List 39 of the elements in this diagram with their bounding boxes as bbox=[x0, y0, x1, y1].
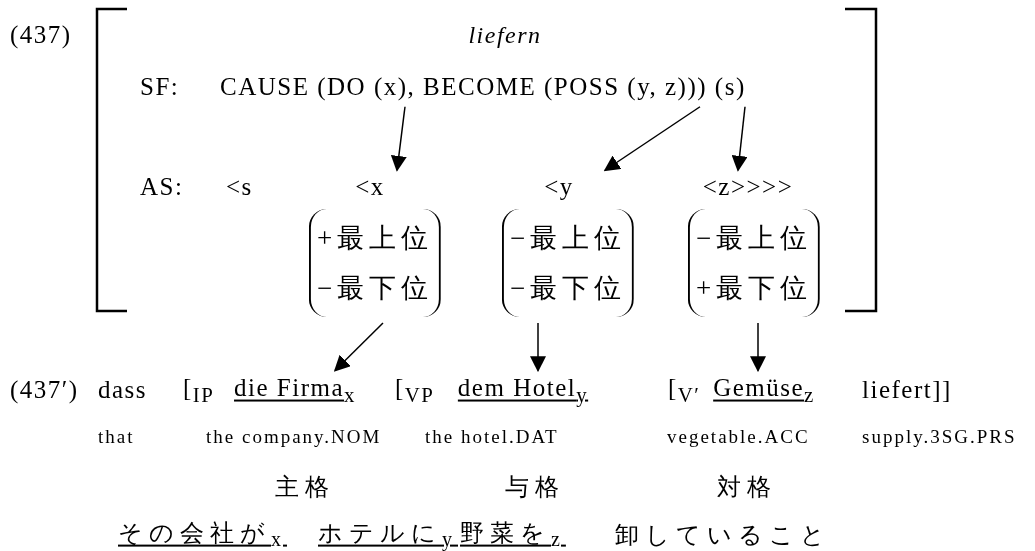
argument-text: <y bbox=[544, 173, 574, 201]
underlined-word: dem Hotel$_{y}$ bbox=[457, 373, 589, 407]
word: liefert]] bbox=[862, 376, 952, 404]
arrow bbox=[731, 106, 748, 172]
arrow bbox=[603, 106, 701, 172]
feature-matrix: −最上位 −最下位 bbox=[501, 209, 635, 317]
arrow bbox=[750, 322, 766, 373]
translation-phrase: 野菜を$_{z}$ bbox=[460, 519, 566, 551]
case-label: 対格 bbox=[717, 473, 777, 501]
word: dass bbox=[98, 376, 148, 404]
feature-matrix: +最上位 −最下位 bbox=[308, 209, 442, 317]
case-label: 主格 bbox=[275, 473, 335, 501]
arrow bbox=[390, 106, 407, 172]
gloss: the company.NOM bbox=[206, 426, 382, 448]
translation-phrase: 卸していること bbox=[615, 521, 831, 549]
argument-text: <z>>>> bbox=[702, 173, 794, 201]
arrow bbox=[530, 322, 546, 373]
argument-text: <x bbox=[355, 173, 385, 201]
bracket-label: [$_{VP}$ bbox=[395, 373, 435, 407]
bracket-label: [$_{IP}$ bbox=[183, 373, 215, 407]
example-number: (437′) bbox=[10, 376, 79, 404]
argument-text: <s bbox=[226, 173, 253, 201]
translation-phrase: その会社が$_{x}$ bbox=[118, 519, 287, 551]
underlined-word: die Firma$_{x}$ bbox=[234, 373, 356, 407]
gloss: vegetable.ACC bbox=[667, 426, 810, 448]
bracket-label: [$_{V′}$ bbox=[668, 373, 701, 407]
case-label: 与格 bbox=[505, 473, 565, 501]
row-label: AS: bbox=[140, 173, 184, 201]
formula-text: CAUSE (DO (x), BECOME (POSS (y, z))) (s) bbox=[220, 73, 746, 101]
translation-phrase: ホテルに$_{y}$ bbox=[318, 519, 458, 551]
feature-matrix: −最上位 +最下位 bbox=[687, 209, 821, 317]
gloss: the hotel.DAT bbox=[425, 426, 559, 448]
gloss: supply.3SG.PRS bbox=[862, 426, 1017, 448]
underlined-word: Gemüse$_{z}$ bbox=[713, 373, 815, 407]
row-label: SF: bbox=[140, 73, 180, 101]
example-number: (437) bbox=[10, 21, 72, 49]
arrow bbox=[333, 322, 384, 372]
gloss: that bbox=[98, 426, 135, 448]
verb-title: liefern bbox=[468, 21, 542, 49]
